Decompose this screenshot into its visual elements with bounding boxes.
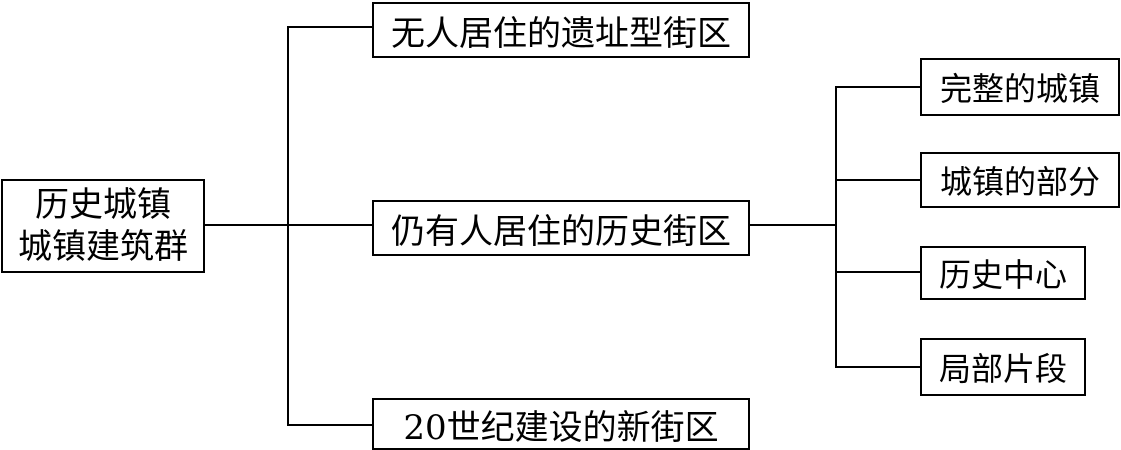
connector-inhabited-to-trunk bbox=[749, 224, 836, 226]
connector-to-node-town-part bbox=[835, 179, 921, 181]
connector-to-node-ruins bbox=[287, 26, 373, 28]
node-modern-district-label: 20世纪建设的新街区 bbox=[403, 407, 719, 448]
connector-to-node-whole-town bbox=[835, 86, 921, 88]
node-town-part: 城镇的部分 bbox=[920, 152, 1120, 208]
connector-level2-trunk bbox=[835, 86, 837, 368]
node-inhabited-district: 仍有人居住的历史街区 bbox=[372, 200, 750, 256]
connector-level1-trunk bbox=[287, 26, 289, 426]
node-local-fragment: 局部片段 bbox=[920, 338, 1086, 396]
node-whole-town: 完整的城镇 bbox=[920, 58, 1120, 116]
connector-root-to-trunk bbox=[204, 224, 288, 226]
root-node: 历史城镇 城镇建筑群 bbox=[1, 179, 205, 273]
node-historic-center-label: 历史中心 bbox=[938, 256, 1067, 294]
root-node-line-2: 城镇建筑群 bbox=[18, 227, 188, 267]
connector-to-node-modern bbox=[287, 424, 373, 426]
connector-to-node-inhabited bbox=[287, 224, 373, 226]
root-node-line-1: 历史城镇 bbox=[35, 185, 171, 225]
node-inhabited-district-label: 仍有人居住的历史街区 bbox=[391, 211, 731, 252]
node-ruins-district-label: 无人居住的遗址型街区 bbox=[391, 13, 731, 54]
connector-to-node-fragment bbox=[835, 366, 921, 368]
connector-to-node-historic-center bbox=[835, 271, 921, 273]
node-local-fragment-label: 局部片段 bbox=[938, 350, 1067, 388]
node-historic-center: 历史中心 bbox=[920, 246, 1086, 300]
node-modern-district: 20世纪建设的新街区 bbox=[372, 398, 750, 450]
node-ruins-district: 无人居住的遗址型街区 bbox=[372, 2, 750, 58]
node-town-part-label: 城镇的部分 bbox=[939, 163, 1100, 201]
node-whole-town-label: 完整的城镇 bbox=[939, 70, 1100, 108]
